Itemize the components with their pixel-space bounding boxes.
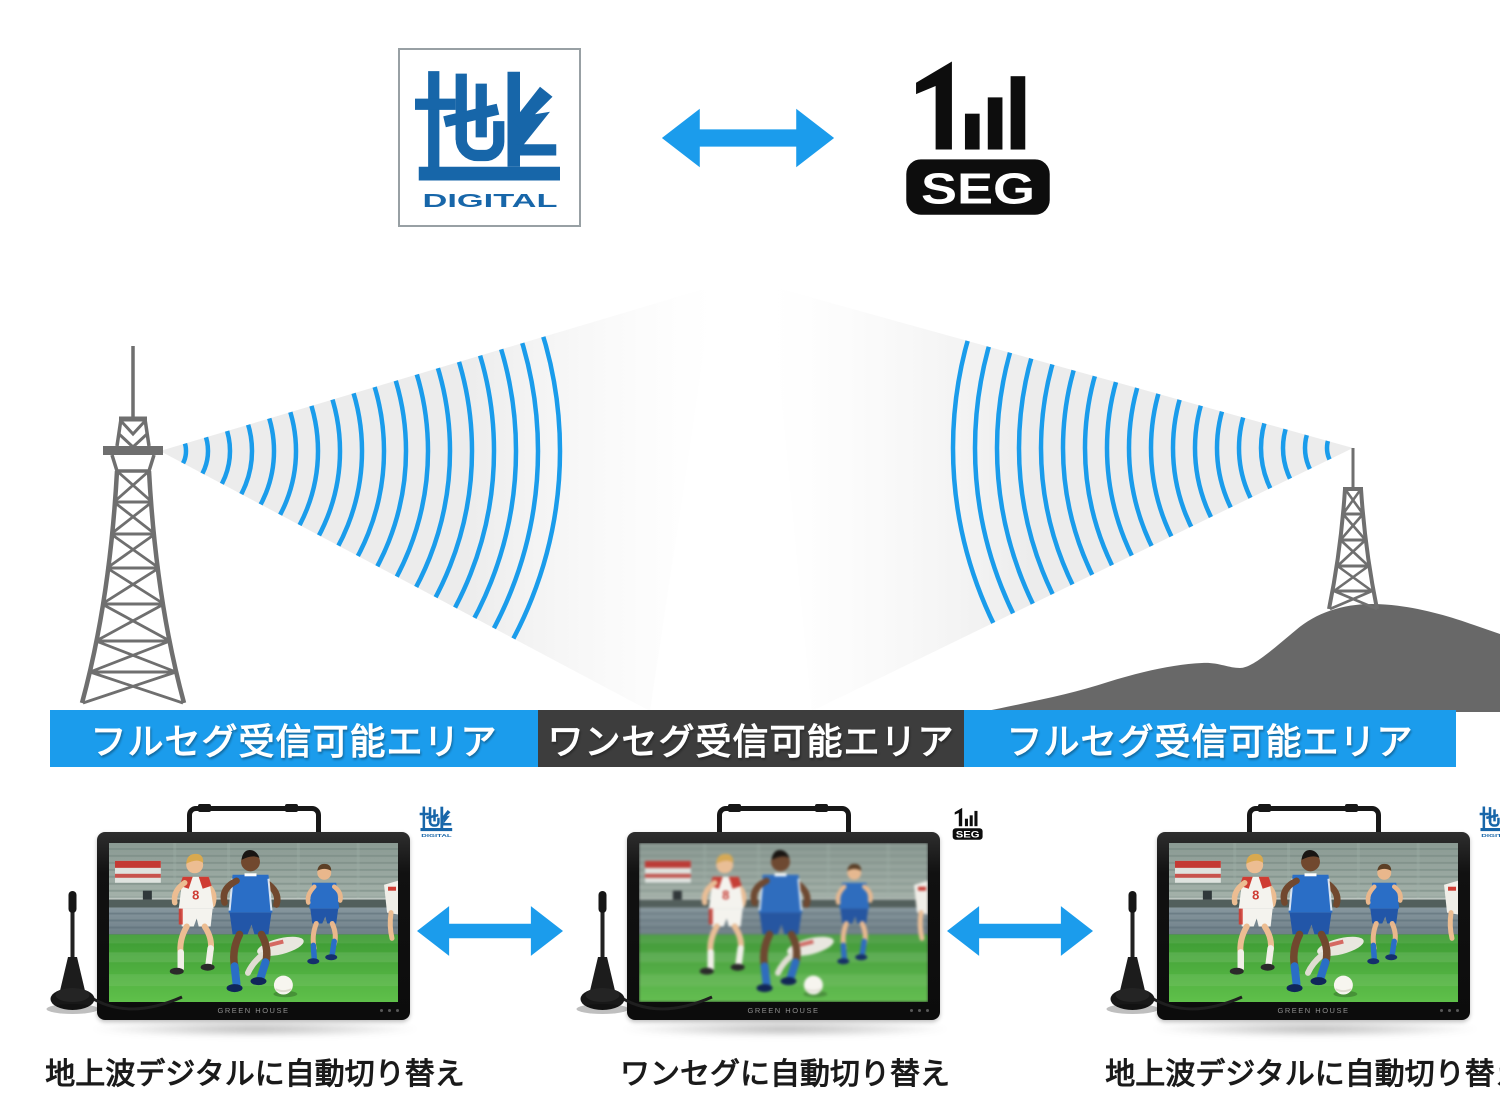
tv-shadow [90,1021,420,1037]
indicator-dots [1440,1009,1459,1012]
tv-screen [109,843,398,1002]
band-label: ワンセグ受信可能エリア [547,720,955,762]
tv-screen [639,843,928,1002]
handle-clamp [728,804,741,812]
screen-badge-digital [1477,804,1500,840]
screen-badge-digital [417,804,455,840]
tv-screen [1169,843,1458,1002]
wave-cone-left [160,286,714,711]
band-label: フルセグ受信可能エリア [90,720,498,762]
handle-clamp [285,804,298,812]
brand-label: GREEN HOUSE [217,1006,290,1015]
terrestrial-digital-logo-mark [415,64,565,212]
band-fullseg-left: フルセグ受信可能エリア [50,710,538,767]
handle-clamp [815,804,828,812]
handle-clamp [1258,804,1271,812]
handle-clamp [198,804,211,812]
wave-cone-right [770,286,1353,711]
broadcast-tower-left [79,346,187,705]
band-oneseg-middle: ワンセグ受信可能エリア [538,710,964,767]
rod-antenna-icon [1106,891,1243,1014]
tv-shadow [1150,1021,1480,1037]
brand-label: GREEN HOUSE [1277,1006,1350,1015]
terrestrial-digital-logo [398,48,581,227]
tv-unit-oneseg-middle: GREEN HOUSE ワンセグに自動切り替え [570,795,1000,1105]
tv-caption: ワンセグに自動切り替え [620,1058,950,1091]
tv-unit-fullseg-right: GREEN HOUSE 地上波デジタルに自動切り替え [1100,795,1500,1105]
rod-antenna-icon [576,891,713,1014]
band-label: フルセグ受信可能エリア [1006,720,1414,762]
indicator-dots [380,1009,399,1012]
tv-caption: 地上波デジタルに自動切り替え [45,1058,465,1091]
tv-unit-fullseg-left: GREEN HOUSE 地上波デジタルに自動切り替え [40,795,470,1105]
mountain [982,604,1500,712]
rod-antenna-icon [46,891,183,1014]
screen-badge-oneseg [951,804,985,842]
tv-shadow [620,1021,950,1037]
broadcast-tower-right [1327,448,1379,611]
band-fullseg-right: フルセグ受信可能エリア [964,710,1456,767]
handle-clamp [1345,804,1358,812]
oneseg-logo [903,55,1053,218]
indicator-dots [910,1009,929,1012]
swap-arrow-icon [655,107,841,169]
swap-arrow-icon [417,894,563,968]
brand-label: GREEN HOUSE [747,1006,820,1015]
tv-caption: 地上波デジタルに自動切り替え [1105,1058,1500,1091]
swap-arrow-icon [947,894,1093,968]
